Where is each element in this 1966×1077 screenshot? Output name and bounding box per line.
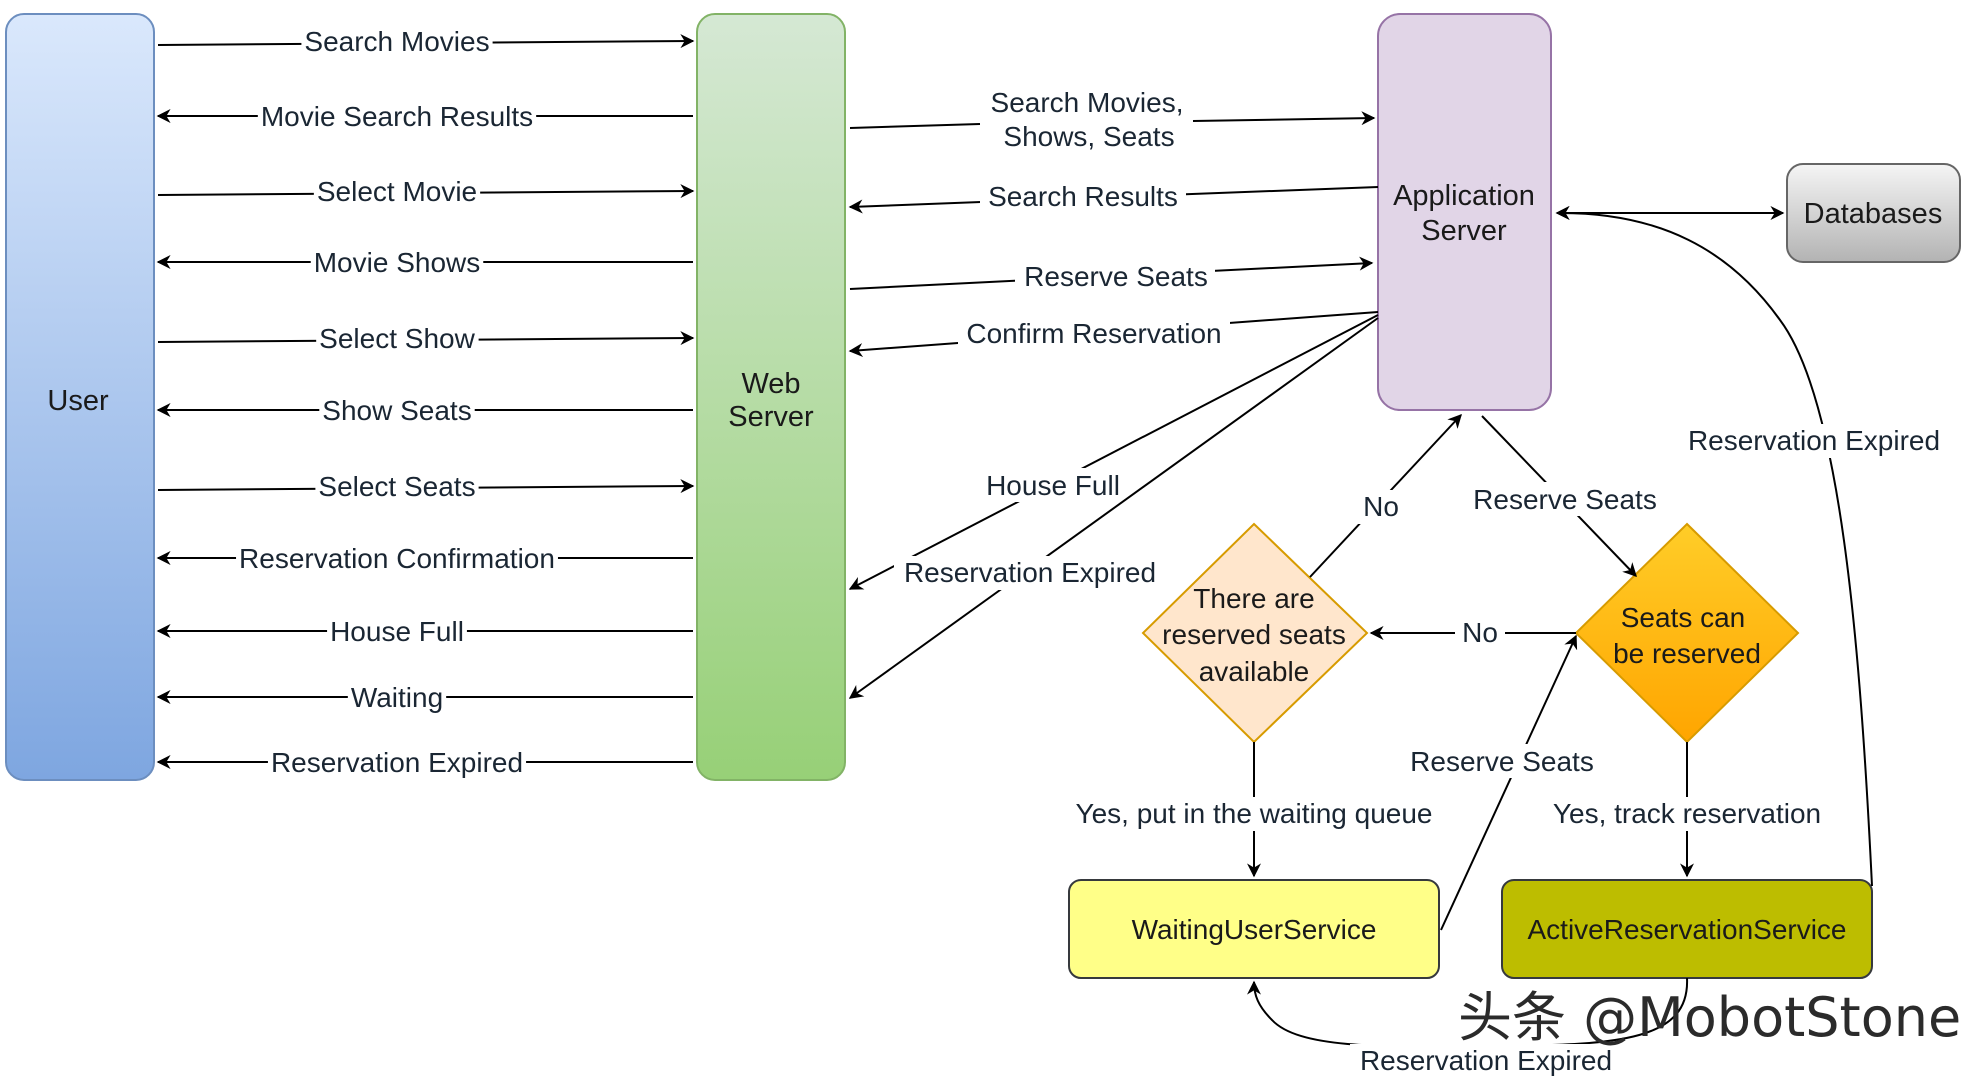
user-web-flow-label: Select Movie bbox=[317, 176, 477, 207]
user-label: User bbox=[47, 385, 109, 417]
user-web-flow-label-bg bbox=[267, 746, 527, 779]
active-reservation-service-node[interactable]: ActiveReservationService bbox=[1501, 879, 1873, 979]
seats-check-no-label: No bbox=[1462, 617, 1498, 648]
seats-check-no-label-bg bbox=[1455, 615, 1505, 649]
web-server-label-line2: Server bbox=[728, 401, 814, 433]
user-web-flow-label: House Full bbox=[330, 616, 464, 647]
reserved-yes-label: Yes, put in the waiting queue bbox=[1075, 798, 1432, 829]
reserved-check-no-label-bg bbox=[1356, 490, 1406, 524]
house-full-edge bbox=[848, 314, 1379, 590]
user-web-flow-label-bg bbox=[315, 470, 479, 503]
reserved-seats-decision-line3: available bbox=[1199, 656, 1310, 687]
user-web-flow-label: Select Seats bbox=[318, 471, 475, 502]
service-flows: Reserve Seats No No Yes, put in the wait… bbox=[1060, 205, 1950, 1077]
active-to-app-edge bbox=[1555, 205, 1873, 887]
waiting-user-service-node[interactable]: WaitingUserService bbox=[1068, 879, 1440, 979]
user-web-flow-label: Show Seats bbox=[322, 395, 471, 426]
reservation-expired-label: Reservation Expired bbox=[904, 557, 1156, 588]
search-request-edge-b bbox=[1192, 111, 1376, 126]
application-server-node[interactable]: Application Server bbox=[1377, 13, 1552, 411]
seats-yes-label-bg bbox=[1542, 797, 1832, 831]
waiting-to-seats-check-label: Reserve Seats bbox=[1410, 746, 1594, 777]
web-server-node[interactable]: Web Server bbox=[696, 13, 846, 781]
user-web-flow-label-bg bbox=[236, 542, 558, 575]
active-to-waiting-label: Reservation Expired bbox=[1360, 1045, 1612, 1076]
seats-yes-label: Yes, track reservation bbox=[1553, 798, 1821, 829]
search-request-label-line2: Shows, Seats bbox=[1003, 121, 1174, 152]
user-web-flow-label-bg bbox=[310, 246, 484, 279]
waiting-user-service-label: WaitingUserService bbox=[1132, 914, 1377, 945]
user-web-flow-label-bg bbox=[257, 100, 537, 133]
user-node[interactable]: User bbox=[5, 13, 155, 781]
user-web-flow-label-bg bbox=[327, 615, 467, 648]
search-results-label: Search Results bbox=[988, 181, 1178, 212]
user-web-flow-label-bg bbox=[347, 681, 447, 714]
search-request-label-line1: Search Movies, bbox=[991, 87, 1184, 118]
user-web-flow-label: Reservation Confirmation bbox=[239, 543, 555, 574]
user-web-flow-label: Waiting bbox=[351, 682, 443, 713]
active-to-waiting-label-bg bbox=[1350, 1044, 1622, 1077]
reserved-seats-decision-line1: There are bbox=[1193, 583, 1314, 614]
waiting-to-seats-check-label-bg bbox=[1398, 744, 1608, 778]
databases-label: Databases bbox=[1804, 198, 1943, 230]
seats-reservable-decision-line1: Seats can bbox=[1621, 602, 1746, 633]
search-results-label-bg bbox=[980, 178, 1186, 212]
confirm-reservation-label: Confirm Reservation bbox=[966, 318, 1221, 349]
reservation-expired-label-bg bbox=[894, 556, 1166, 590]
house-full-label-bg bbox=[977, 468, 1149, 502]
reserved-yes-label-bg bbox=[1060, 797, 1448, 831]
user-web-flow-label-bg bbox=[316, 322, 479, 355]
user-web-flow-label: Search Movies bbox=[304, 26, 489, 57]
web-server-label-line1: Web bbox=[741, 368, 800, 400]
seats-reservable-decision-node[interactable]: Seats can be reserved bbox=[1574, 522, 1800, 744]
reserved-seats-decision-node[interactable]: There are reserved seats available bbox=[1141, 522, 1369, 744]
web-app-flows: Search Movies, Shows, Seats Search Resul… bbox=[848, 87, 1379, 699]
reserve-seats-label: Reserve Seats bbox=[1024, 261, 1208, 292]
reservation-expired-edge bbox=[848, 317, 1379, 699]
house-full-label: House Full bbox=[986, 470, 1120, 501]
user-web-flow-label-bg bbox=[319, 394, 475, 427]
active-reservation-service-label: ActiveReservationService bbox=[1527, 914, 1846, 945]
user-web-flow-label: Reservation Expired bbox=[271, 747, 523, 778]
waiting-to-seats-check-edge bbox=[1440, 634, 1578, 931]
user-web-flow-label-bg bbox=[301, 25, 493, 58]
app-to-seats-check-label-bg bbox=[1462, 482, 1670, 516]
active-to-app-label: Reservation Expired bbox=[1688, 425, 1940, 456]
reserve-seats-label-bg bbox=[1015, 260, 1215, 294]
watermark-text: 头条 @MobotStone bbox=[1458, 986, 1961, 1049]
databases-node[interactable]: Databases bbox=[1786, 163, 1961, 263]
reserved-seats-decision-line2: reserved seats bbox=[1162, 619, 1346, 650]
app-to-seats-check-label: Reserve Seats bbox=[1473, 484, 1657, 515]
confirm-reservation-label-bg bbox=[958, 317, 1230, 351]
user-web-flow-label: Movie Shows bbox=[314, 247, 481, 278]
reserved-check-no-label: No bbox=[1363, 491, 1399, 522]
application-server-label-line1: Application bbox=[1393, 180, 1535, 212]
search-request-edge-a bbox=[849, 123, 981, 129]
seats-reservable-decision-line2: be reserved bbox=[1613, 638, 1761, 669]
user-web-flow-label-bg bbox=[313, 175, 481, 208]
user-web-flow-label: Select Show bbox=[319, 323, 475, 354]
application-server-label-line2: Server bbox=[1421, 215, 1507, 247]
active-to-app-label-bg bbox=[1678, 424, 1950, 458]
user-web-flow-label: Movie Search Results bbox=[261, 101, 533, 132]
